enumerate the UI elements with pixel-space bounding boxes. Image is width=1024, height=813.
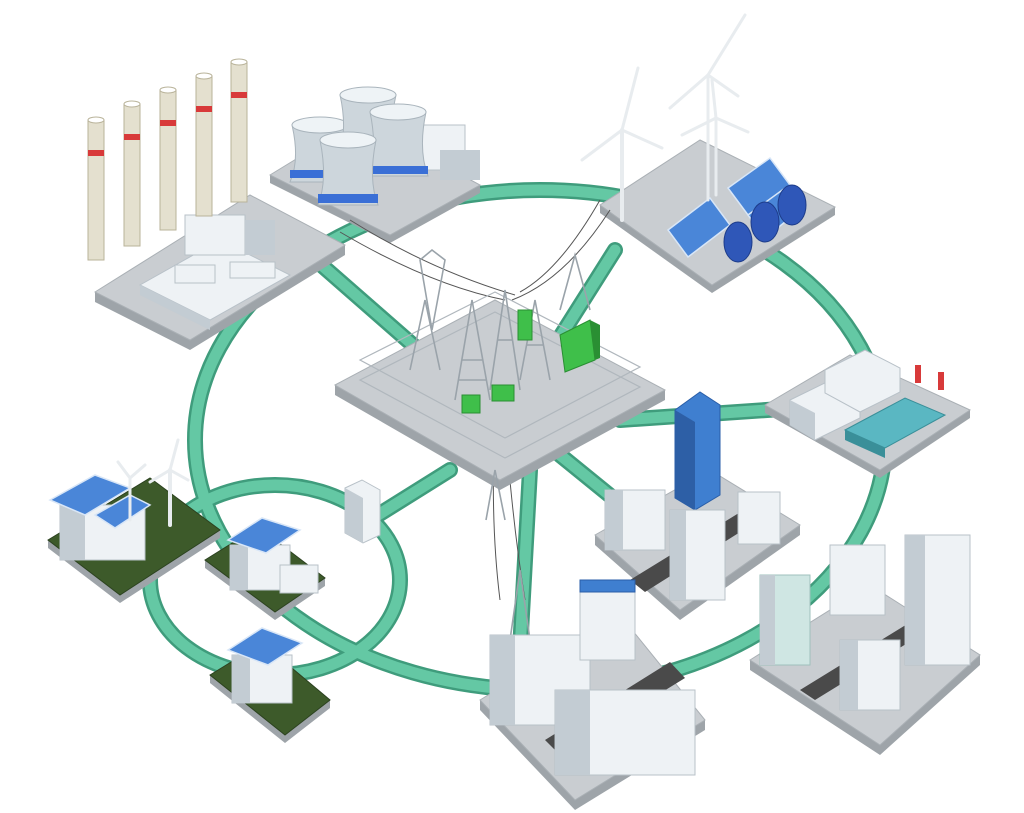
office-building-icon xyxy=(604,489,781,601)
factory-icon xyxy=(789,349,947,458)
nuclear-power-plant xyxy=(268,86,482,243)
wind-turbine-icon xyxy=(116,438,190,527)
apartment-icon xyxy=(759,534,971,711)
transformer-block xyxy=(461,309,600,414)
apartment-icon xyxy=(489,579,696,776)
high-rise-district xyxy=(749,534,981,755)
solar-house-with-wind xyxy=(47,438,221,603)
factory-smokestacks-icon xyxy=(87,58,248,261)
residential-district xyxy=(479,579,706,810)
house-icon xyxy=(226,627,304,704)
central-substation xyxy=(333,248,667,641)
substation-icon xyxy=(409,248,591,401)
plant-buildings xyxy=(138,214,292,330)
office-district xyxy=(594,391,801,620)
wind-solar-farm xyxy=(580,13,837,293)
industrial-plant xyxy=(763,349,972,478)
house-icon xyxy=(226,517,319,594)
distribution-cabinet xyxy=(344,479,381,544)
coal-power-plant xyxy=(87,58,347,350)
skyscraper-icon xyxy=(674,391,721,511)
wind-turbine-icon xyxy=(580,13,750,222)
cabinet-icon xyxy=(344,479,381,544)
substation-fence xyxy=(358,291,642,459)
cooling-tower-icon xyxy=(289,86,429,206)
solar-dish-array xyxy=(723,184,807,263)
small-solar-house xyxy=(209,627,331,743)
solar-house xyxy=(204,517,326,620)
